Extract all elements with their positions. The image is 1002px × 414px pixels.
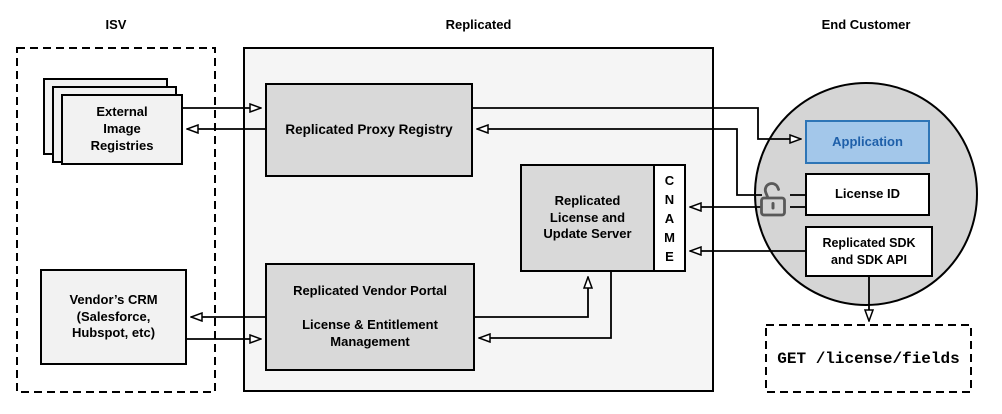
get-endpoint-label: GET /license/fields — [777, 349, 960, 368]
license-id-node: License ID — [805, 173, 930, 216]
license-update-server-node: Replicated License and Update Server — [520, 164, 655, 272]
cname-letter: N — [664, 191, 675, 207]
cname-letter: C — [664, 172, 675, 188]
lock-icon — [760, 182, 786, 217]
isv-dashed-outline — [16, 47, 216, 393]
arrow-license-server-to-portal — [479, 272, 612, 338]
section-title-end-customer: End Customer — [821, 17, 911, 32]
section-title-replicated: Replicated — [445, 17, 512, 32]
arrow-license-id-to-proxy — [477, 129, 762, 196]
arrow-portal-to-license-server — [475, 277, 588, 318]
cname-letter: M — [664, 229, 675, 245]
sdk-node: Replicated SDK and SDK API — [805, 226, 933, 277]
section-title-isv: ISV — [105, 17, 127, 32]
cname-letter: A — [664, 210, 675, 226]
cname-node: C N A M E — [653, 164, 686, 272]
arrow-proxy-to-application — [473, 107, 801, 139]
cname-letter: E — [665, 248, 674, 264]
proxy-registry-node: Replicated Proxy Registry — [265, 83, 473, 177]
application-node: Application — [805, 120, 930, 164]
vendor-crm-node: Vendor’s CRM (Salesforce, Hubspot, etc) — [40, 269, 187, 365]
get-endpoint-dashed-outline — [765, 324, 972, 393]
vendor-portal-node: Replicated Vendor Portal License & Entit… — [265, 263, 475, 371]
external-registries-node: External Image Registries — [61, 94, 183, 165]
